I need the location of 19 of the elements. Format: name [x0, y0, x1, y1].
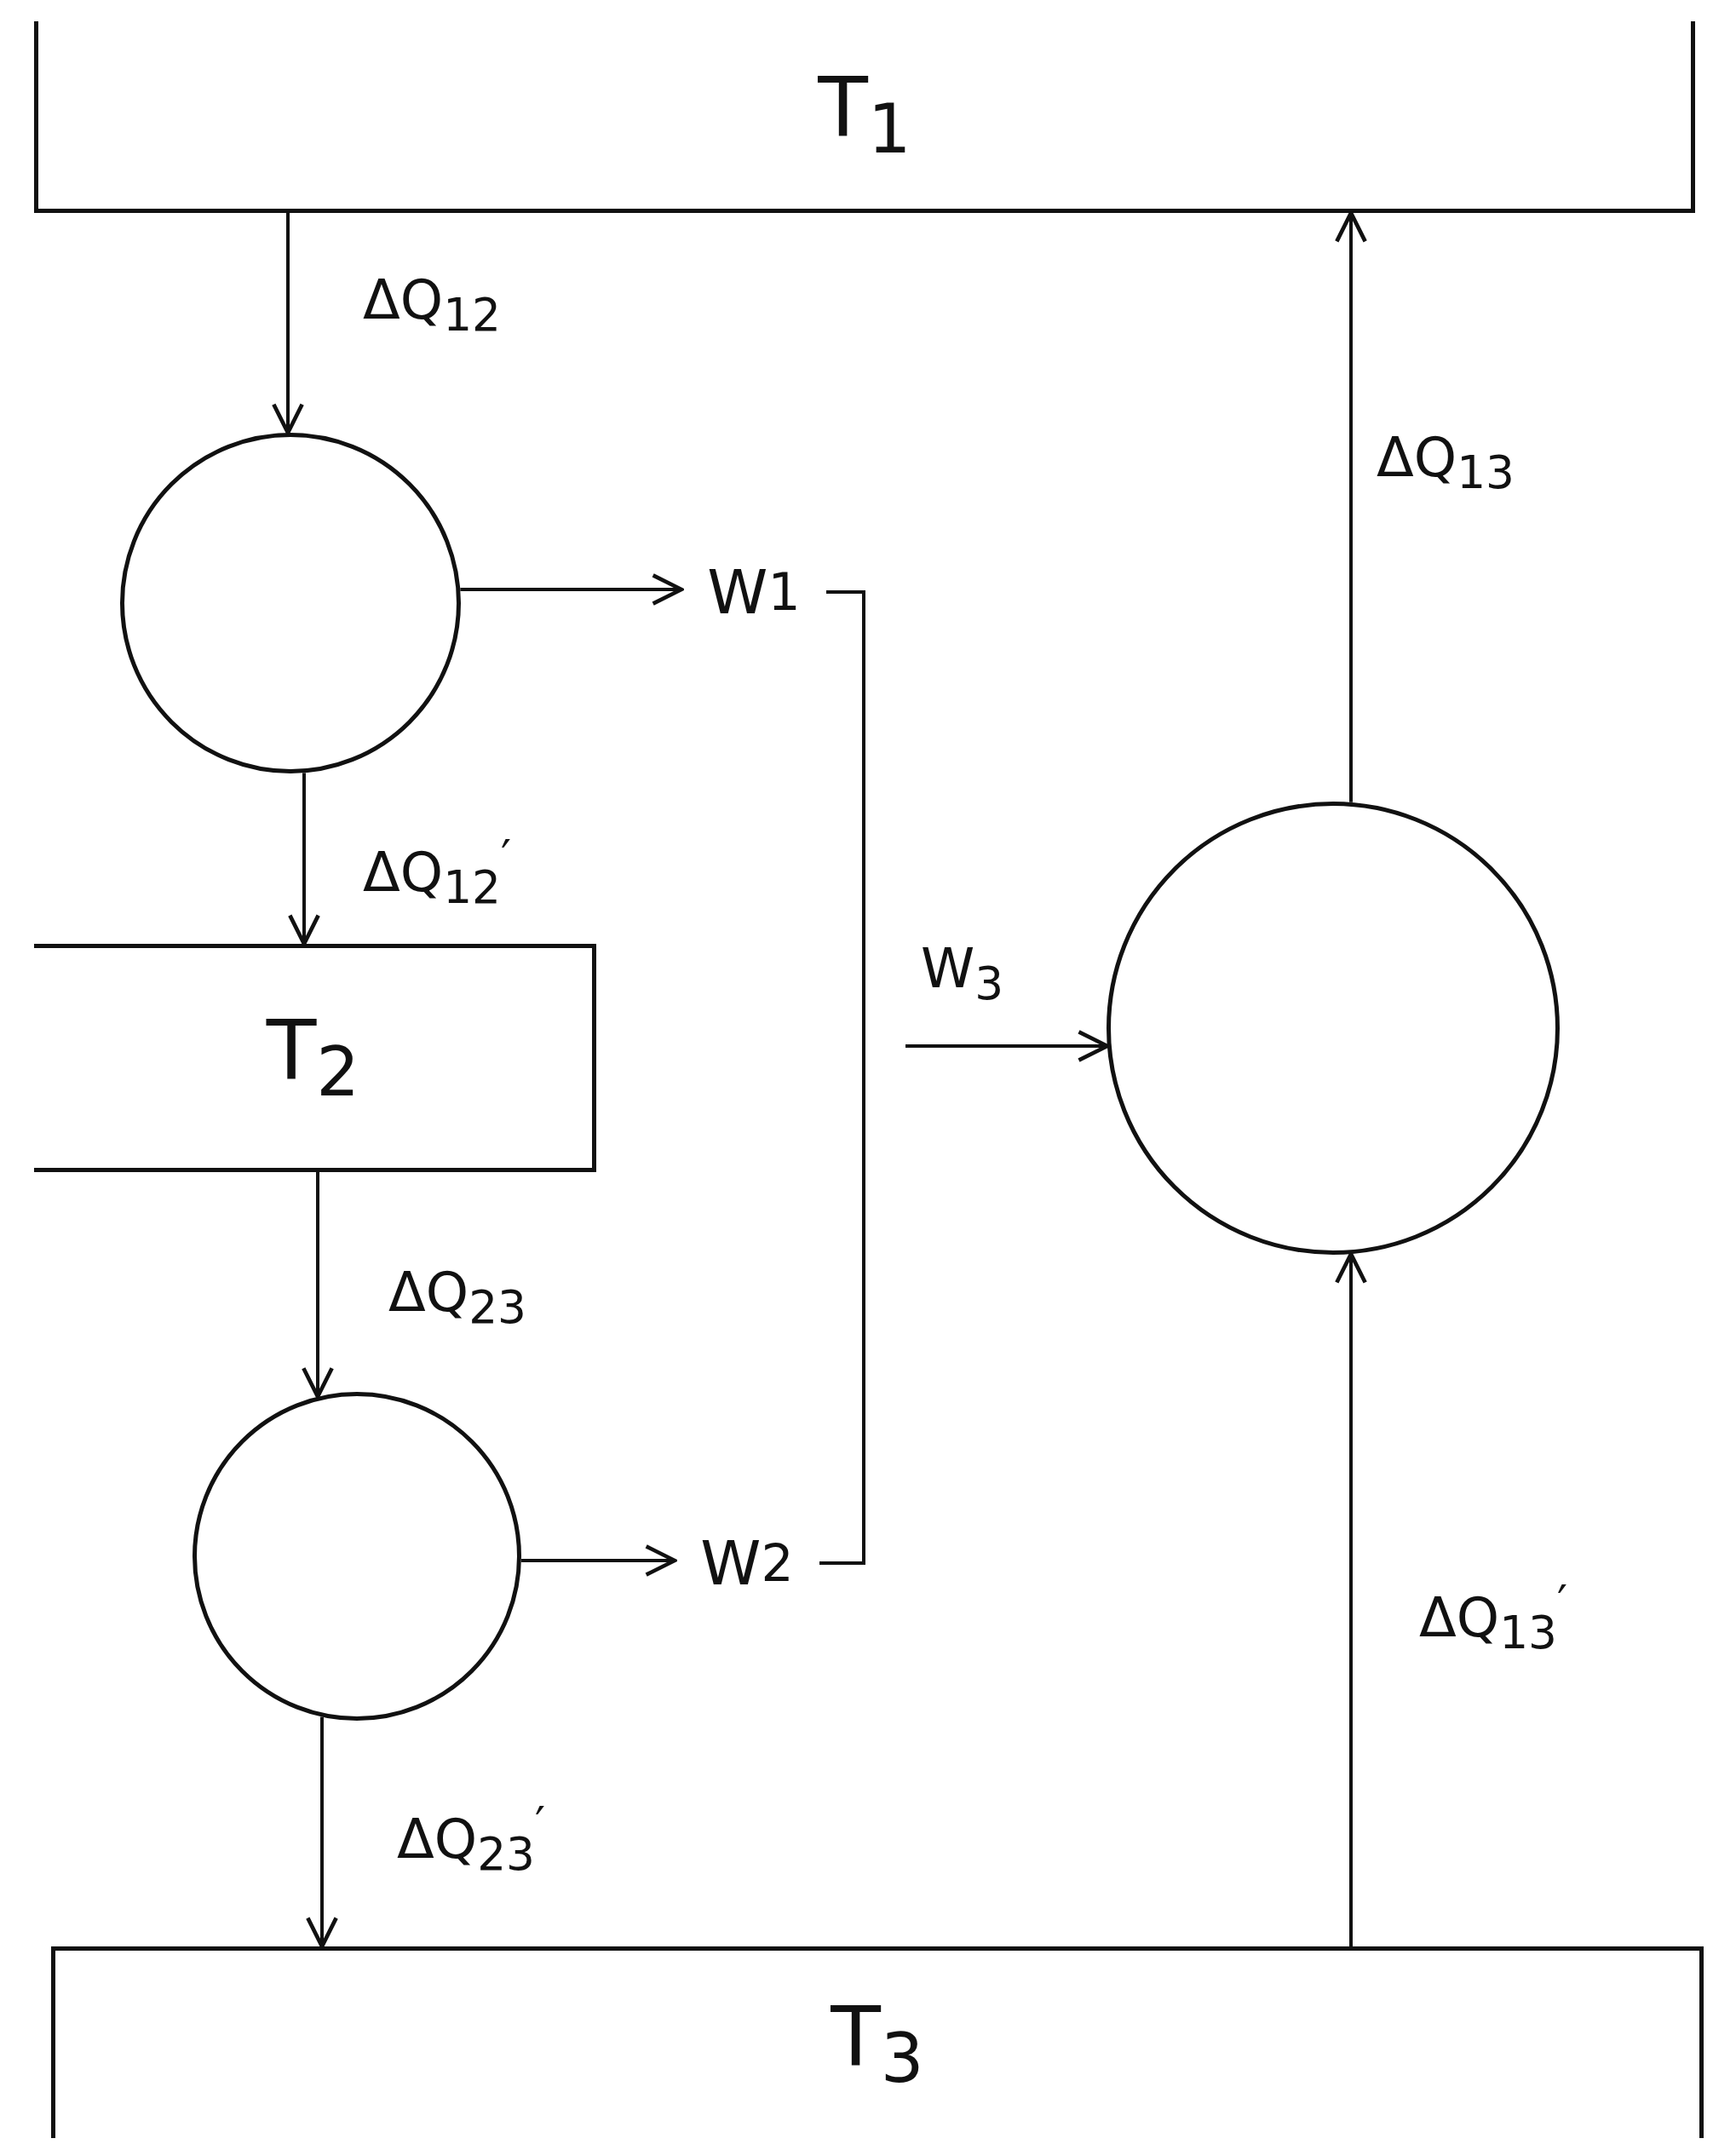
- arrow: [302, 1172, 334, 1399]
- engine-circle: [193, 1392, 521, 1721]
- engine-circle: [1107, 802, 1560, 1255]
- arrow: [905, 1030, 1110, 1062]
- arrow: [288, 773, 320, 946]
- temperature-label: T$_{1}$: [818, 66, 911, 164]
- reservoir-band: [34, 21, 1695, 213]
- temperature-label: T$_{3}$: [831, 1995, 924, 2094]
- engine-circle: [120, 433, 461, 773]
- arrow: [520, 1544, 677, 1577]
- arrow: [1335, 1251, 1367, 1946]
- temperature-label: T$_{2}$: [266, 1009, 360, 1107]
- arrow: [272, 213, 304, 435]
- arrow: [460, 573, 684, 606]
- reservoir-band: [51, 1946, 1704, 2138]
- arrow: [306, 1716, 338, 1949]
- connector-line: [819, 590, 865, 1565]
- reservoir-band: [34, 944, 596, 1172]
- arrow: [1335, 210, 1367, 802]
